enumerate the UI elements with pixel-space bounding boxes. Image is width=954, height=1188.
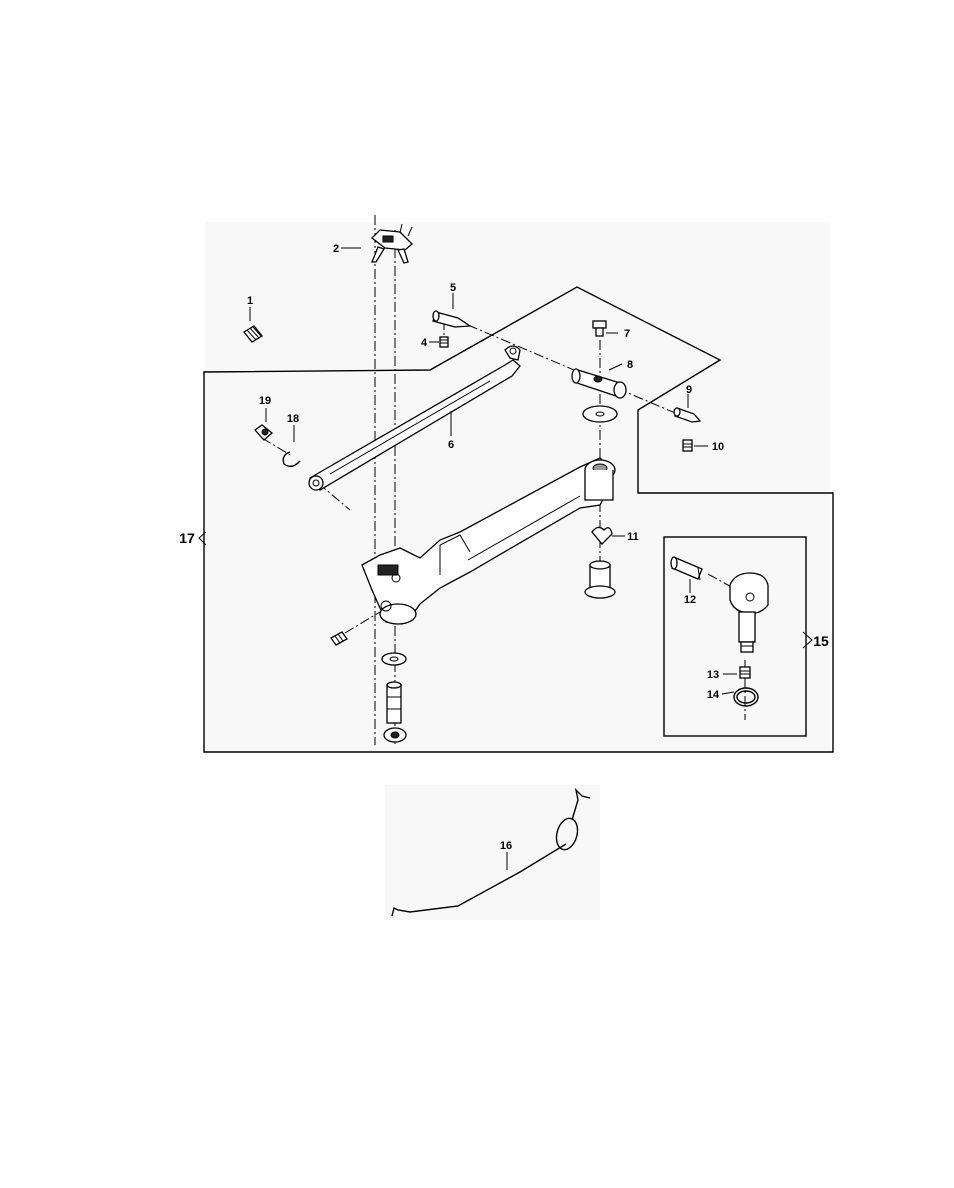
- callout-11: 11: [627, 531, 639, 543]
- callout-12: 12: [684, 594, 696, 606]
- nut-bottom-center: [391, 732, 399, 738]
- callout-16: 16: [500, 840, 512, 852]
- callout-1: 1: [247, 295, 253, 307]
- washer-lower: [382, 653, 406, 665]
- lower-shaft: [387, 682, 401, 723]
- scan-background-wire: [385, 785, 600, 920]
- callout-7: 7: [624, 328, 630, 340]
- callout-14: 14: [707, 689, 720, 701]
- part-4-set-screw: [440, 337, 448, 347]
- part-10-set-screw: [683, 440, 692, 451]
- callout-15: 15: [813, 633, 829, 649]
- callout-5: 5: [450, 282, 456, 294]
- washer-upper: [583, 406, 617, 422]
- callout-4: 4: [421, 337, 428, 349]
- callout-2: 2: [333, 243, 339, 255]
- bushing-right: [585, 561, 615, 598]
- callout-6: 6: [448, 439, 454, 451]
- callout-17: 17: [179, 530, 195, 546]
- callout-13: 13: [707, 669, 719, 681]
- callout-8: 8: [627, 359, 633, 371]
- callout-10: 10: [712, 441, 724, 453]
- scan-background: [205, 222, 830, 752]
- part-13-screw: [740, 667, 750, 678]
- callout-9: 9: [686, 384, 692, 396]
- callout-18: 18: [287, 413, 299, 425]
- callout-19: 19: [259, 395, 271, 407]
